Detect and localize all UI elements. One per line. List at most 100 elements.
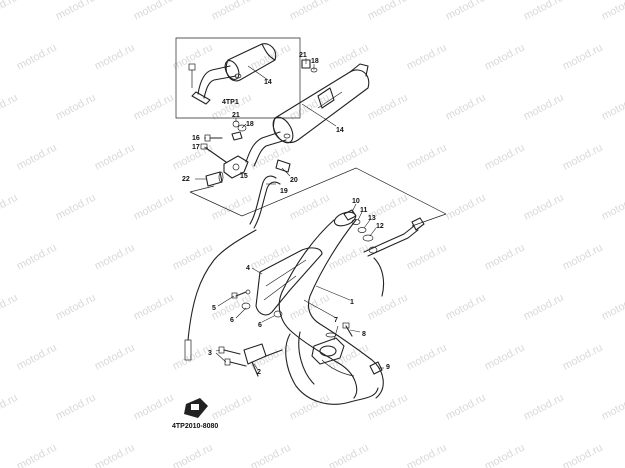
callout-11: 11 xyxy=(360,207,368,214)
figure-code: 4TP2010-8080 xyxy=(172,423,218,430)
watermark-text: motod.ru xyxy=(366,292,410,323)
callout-18: 18 xyxy=(246,121,254,128)
callout-12: 12 xyxy=(376,223,384,230)
watermark-text: motod.ru xyxy=(444,392,488,423)
watermark-text: motod.ru xyxy=(405,242,449,273)
callout-5: 5 xyxy=(212,305,216,312)
callout-3: 3 xyxy=(208,350,212,357)
watermark-text: motod.ru xyxy=(288,392,332,423)
watermark-text: motod.ru xyxy=(93,142,137,173)
callout-21: 21 xyxy=(232,112,240,119)
watermark-text: motod.ru xyxy=(171,42,215,73)
watermark-text: motod.ru xyxy=(327,442,371,468)
watermark-text: motod.ru xyxy=(15,142,59,173)
muffler-bracket xyxy=(200,120,249,179)
callout-18-inset: 18 xyxy=(311,58,319,65)
watermark-text: motod.ru xyxy=(54,392,98,423)
callout-17: 17 xyxy=(192,144,200,151)
watermark-text: motod.ru xyxy=(0,292,20,323)
watermark-text: motod.ru xyxy=(93,442,137,468)
watermark-text: motod.ru xyxy=(327,142,371,173)
watermark-text: motod.ru xyxy=(444,0,488,23)
watermark-text: motod.ru xyxy=(600,92,625,123)
watermark-text: motod.ru xyxy=(405,142,449,173)
callout-19: 19 xyxy=(280,188,288,195)
watermark-text: motod.ru xyxy=(54,92,98,123)
watermark-text: motod.ru xyxy=(327,242,371,273)
bolts-3 xyxy=(218,346,247,367)
watermark-text: motod.ru xyxy=(93,242,137,273)
watermark-text: motod.ru xyxy=(444,92,488,123)
callout-6: 6 xyxy=(230,317,234,324)
watermark-text: motod.ru xyxy=(522,0,566,23)
watermark-text: motod.ru xyxy=(132,292,176,323)
inset-frame xyxy=(175,37,301,119)
hardware-16-18-21 xyxy=(204,59,318,142)
watermark-text: motod.ru xyxy=(288,192,332,223)
spacer xyxy=(205,171,224,187)
watermark-text: motod.ru xyxy=(561,242,605,273)
watermark-text: motod.ru xyxy=(444,192,488,223)
watermark-text: motod.ru xyxy=(93,342,137,373)
watermark-text: motod.ru xyxy=(249,142,293,173)
watermark-text: motod.ru xyxy=(561,42,605,73)
exhaust-pipe xyxy=(278,211,384,405)
hardware-6 xyxy=(241,302,283,318)
watermark-text: motod.ru xyxy=(522,192,566,223)
watermark-text: motod.ru xyxy=(366,0,410,23)
watermark-text: motod.ru xyxy=(15,42,59,73)
callout-14-inset: 14 xyxy=(264,79,272,86)
watermark-text: motod.ru xyxy=(483,142,527,173)
watermark-text: motod.ru xyxy=(132,192,176,223)
watermark-text: motod.ru xyxy=(210,192,254,223)
watermark-text: motod.ru xyxy=(522,292,566,323)
hardware-5 xyxy=(231,289,251,299)
hardware-9 xyxy=(369,361,383,375)
watermark-text: motod.ru xyxy=(405,442,449,468)
watermark-text: motod.ru xyxy=(54,192,98,223)
mounting-bracket xyxy=(243,343,283,377)
cable xyxy=(184,229,257,361)
watermark-text: motod.ru xyxy=(54,0,98,23)
watermark-text: motod.ru xyxy=(132,92,176,123)
watermark-text: motod.ru xyxy=(483,342,527,373)
watermark-text: motod.ru xyxy=(327,42,371,73)
watermark-text: motod.ru xyxy=(600,292,625,323)
callout-22: 22 xyxy=(182,176,190,183)
hardware-8 xyxy=(342,322,353,337)
figure-icon xyxy=(184,398,208,418)
callout-6b: 6 xyxy=(258,322,262,329)
callout-2: 2 xyxy=(257,369,261,376)
flange xyxy=(311,332,345,365)
callout-labels: 1 2 3 4 5 6 6 7 8 9 10 11 12 13 14 14 15… xyxy=(172,52,390,430)
callout-13: 13 xyxy=(368,215,376,222)
watermark-text: motod.ru xyxy=(54,292,98,323)
watermark-text: motod.ru xyxy=(15,242,59,273)
watermark-text: motod.ru xyxy=(0,0,20,23)
watermark-text: motod.ru xyxy=(600,392,625,423)
callout-10: 10 xyxy=(352,198,360,205)
reference-frame xyxy=(189,167,447,227)
watermark-text: motod.ru xyxy=(522,392,566,423)
watermark-text: motod.ru xyxy=(327,342,371,373)
sensor-wire xyxy=(363,217,425,297)
watermark-text: motod.ru xyxy=(210,392,254,423)
watermark-text: motod.ru xyxy=(483,242,527,273)
muffler xyxy=(245,63,370,167)
watermark-text: motod.ru xyxy=(0,92,20,123)
watermark-text: motod.ru xyxy=(288,0,332,23)
watermark-text: motod.ru xyxy=(249,442,293,468)
watermark-text: motod.ru xyxy=(132,392,176,423)
watermark-text: motod.ru xyxy=(561,342,605,373)
watermark-text: motod.ru xyxy=(0,192,20,223)
watermark-text: motod.ru xyxy=(600,192,625,223)
watermark-text: motod.ru xyxy=(561,442,605,468)
watermark-text: motod.ru xyxy=(15,442,59,468)
watermark-text: motod.ru xyxy=(483,442,527,468)
callout-4: 4 xyxy=(246,265,250,272)
watermark-text: motod.ru xyxy=(405,342,449,373)
callout-21-inset: 21 xyxy=(299,52,307,59)
